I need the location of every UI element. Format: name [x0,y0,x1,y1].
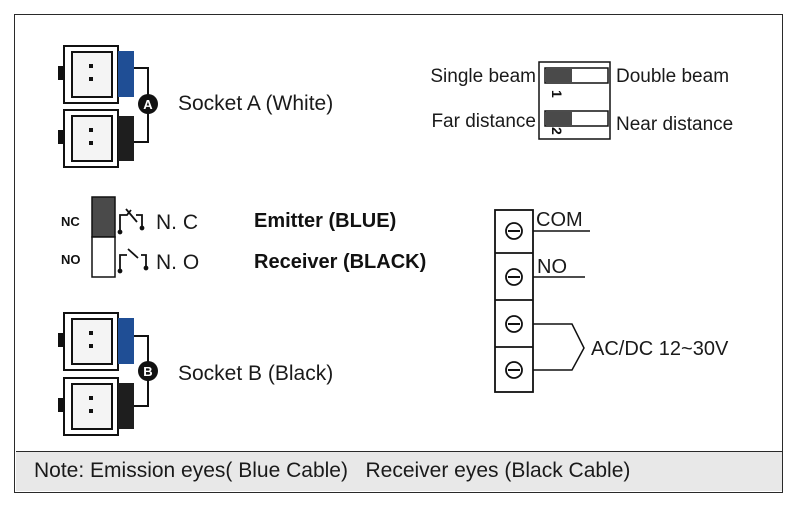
cable-note: Note: Emission eyes( Blue Cable) Receive… [34,459,631,482]
single-beam-label: Single beam [430,66,536,87]
blue-cable-plug [118,51,134,97]
socket-a-connector-black [58,109,134,168]
power-bracket [533,323,585,371]
black-cable-plug [118,383,134,429]
dip-switch-1: 1 [544,67,609,98]
no-terminal-label: NO [537,256,567,278]
dip-switch-1-number: 1 [549,90,565,98]
socket-a: A Socket A (White) [58,45,333,168]
double-beam-label: Double beam [616,66,729,87]
relay-indicator: NC NO N. C N. O Emitter (BLUE) Receiver … [61,196,426,278]
emitter-label: Emitter (BLUE) [254,210,396,232]
socket-b-marker-letter: B [143,364,152,379]
terminal-screw-icon [505,361,523,379]
terminal-screw-icon [505,315,523,333]
dip-switch-2-slider [546,112,572,125]
terminal-screw-icon [505,222,523,240]
near-distance-label: Near distance [616,114,733,135]
terminal-screw-icon [505,268,523,286]
socket-b-label: Socket B (Black) [178,362,333,385]
no-contact-label: N. O [156,251,199,274]
socket-a-marker-letter: A [143,97,153,112]
dip-switch: 1 2 Single beam Double beam Far distance… [430,61,733,140]
no-block [91,236,116,278]
nc-contact-label: N. C [156,211,198,234]
socket-a-marker [138,94,158,114]
note-bar: Note: Emission eyes( Blue Cable) Receive… [16,451,782,491]
com-label: COM [536,209,583,231]
diagram-frame [14,14,783,493]
nc-tag: NC [61,214,80,229]
socket-b-connector-blue [58,312,134,371]
blue-cable-plug [118,318,134,364]
no-tag: NO [61,252,81,267]
nc-contact-icon [117,208,145,235]
socket-b-connector-black [58,377,134,436]
nc-block [91,196,116,238]
socket-b-marker [138,361,158,381]
black-cable-plug [118,116,134,161]
receiver-label: Receiver (BLACK) [254,251,426,273]
socket-a-connector-blue [58,45,134,104]
dip-switch-1-slider [546,69,572,82]
far-distance-label: Far distance [431,111,536,132]
no-contact-icon [117,248,149,274]
socket-b: B Socket B (Black) [58,312,333,436]
dip-switch-2: 2 [544,110,609,135]
dip-switch-2-number: 2 [549,127,565,135]
power-label: AC/DC 12~30V [591,338,729,360]
terminal-block: COM NO AC/DC 12~30V [494,209,729,393]
socket-a-label: Socket A (White) [178,92,333,115]
